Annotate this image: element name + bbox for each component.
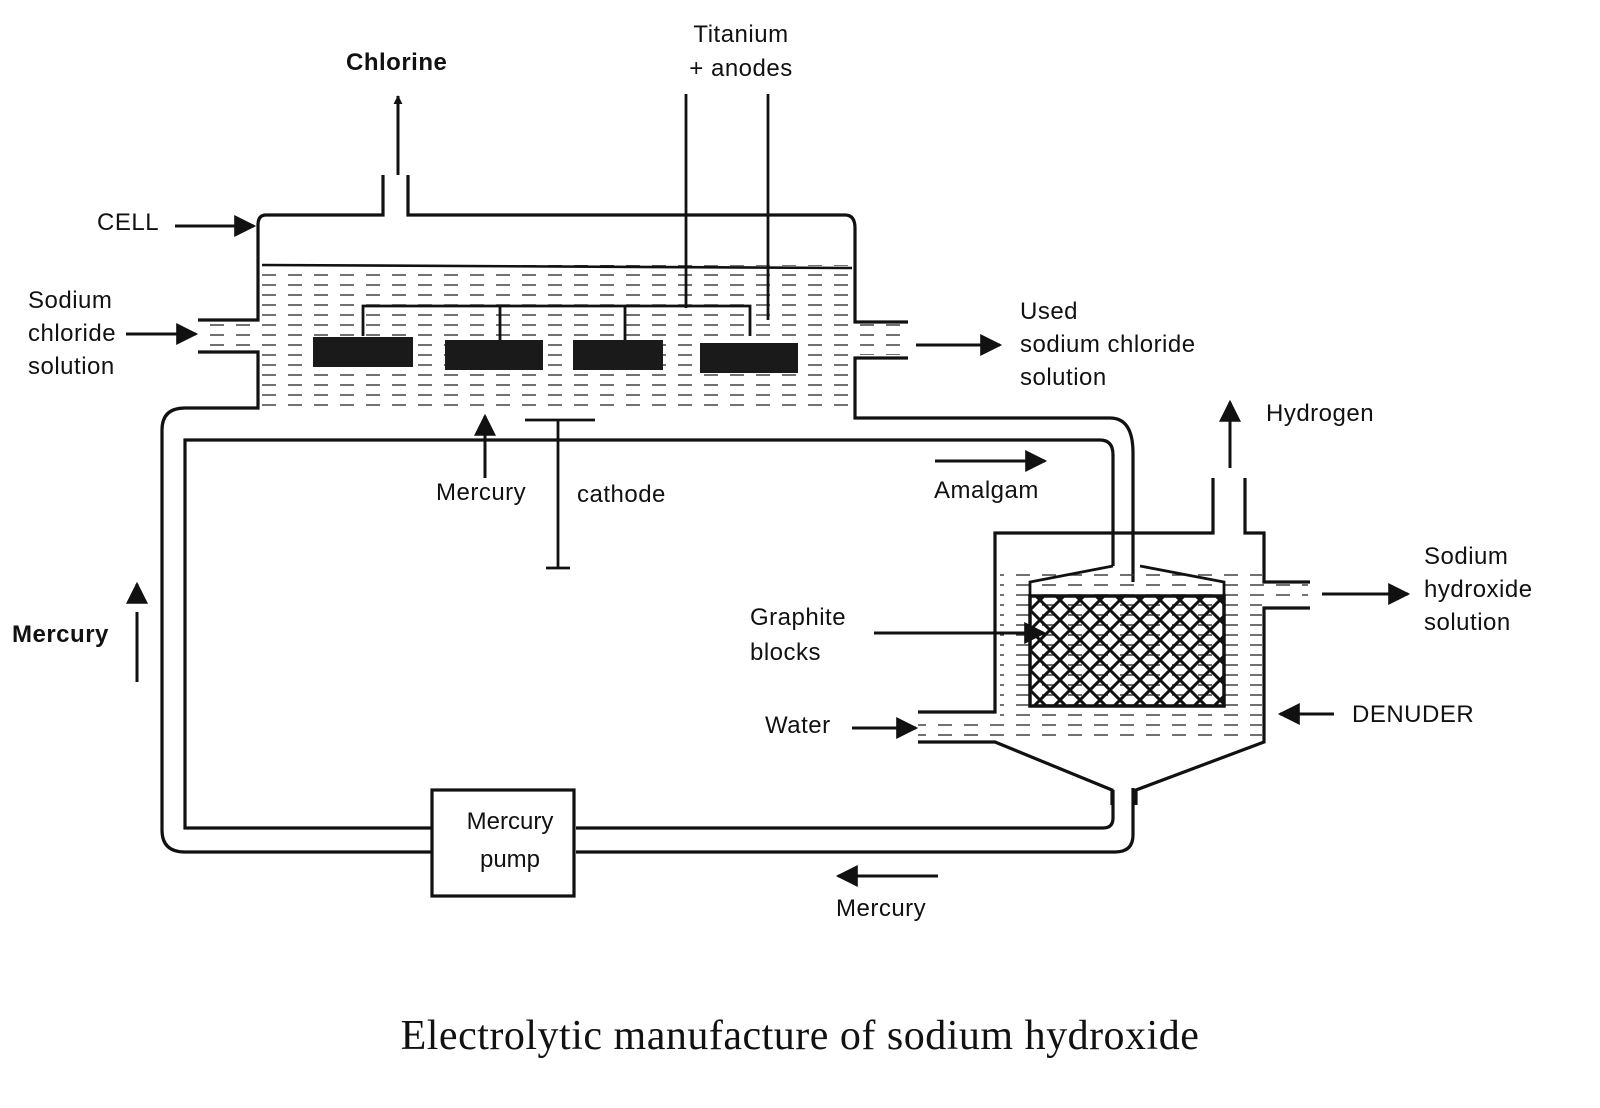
titanium-anodes-label-2: + anodes <box>689 55 793 82</box>
denuder-label: DENUDER <box>1352 701 1475 728</box>
mercury-left-label: Mercury <box>12 621 109 648</box>
brine-liquid <box>200 265 905 412</box>
anode-block-4 <box>700 343 798 373</box>
naoh-label-3: solution <box>1424 609 1511 636</box>
mercury-return-inner <box>183 438 1115 830</box>
used-brine-label-1: Used <box>1020 298 1079 325</box>
used-brine-label-2: sodium chloride <box>1020 331 1196 358</box>
mercury-bottom-label: Mercury <box>836 895 927 922</box>
graphite-blocks <box>1028 594 1226 708</box>
cathode-label: cathode <box>577 481 666 508</box>
flow-arrows <box>126 95 1411 887</box>
denuder-outline <box>918 478 1310 805</box>
anode-block-2 <box>445 340 543 370</box>
sodium-chloride-label-2: chloride <box>28 320 117 347</box>
electrolytic-cell <box>160 94 1135 854</box>
graphite-label-1: Graphite <box>750 604 847 631</box>
denuder <box>918 478 1310 805</box>
used-brine-label-3: solution <box>1020 364 1107 391</box>
cell-label: CELL <box>97 209 160 236</box>
cathode-terminal <box>525 418 595 570</box>
figure-caption: Electrolytic manufacture of sodium hydro… <box>400 1013 1200 1059</box>
anode-support-bar <box>361 94 770 340</box>
anode-block-3 <box>573 340 663 370</box>
naoh-label-2: hydroxide <box>1424 576 1533 603</box>
mercury-inlet-label: Mercury <box>436 479 527 506</box>
mercury-pump-label: Mercury pump <box>440 803 580 879</box>
electrolyte-surface <box>261 263 853 270</box>
hydrogen-label: Hydrogen <box>1266 400 1375 427</box>
amalgam-label: Amalgam <box>934 477 1039 504</box>
mercury-pump-label-1: Mercury <box>466 808 554 835</box>
water-label: Water <box>765 712 831 739</box>
cell-outline <box>160 175 1135 854</box>
sodium-chloride-label-1: Sodium <box>28 287 113 314</box>
chlorine-label: Chlorine <box>346 49 448 76</box>
mercury-pump-box <box>430 788 576 898</box>
anode-block-1 <box>313 337 413 367</box>
titanium-anodes-label-1: Titanium <box>693 21 789 48</box>
sodium-chloride-label-3: solution <box>28 353 115 380</box>
mercury-pump-label-2: pump <box>479 846 541 873</box>
naoh-label-1: Sodium <box>1424 543 1509 570</box>
graphite-label-2: blocks <box>750 639 822 666</box>
